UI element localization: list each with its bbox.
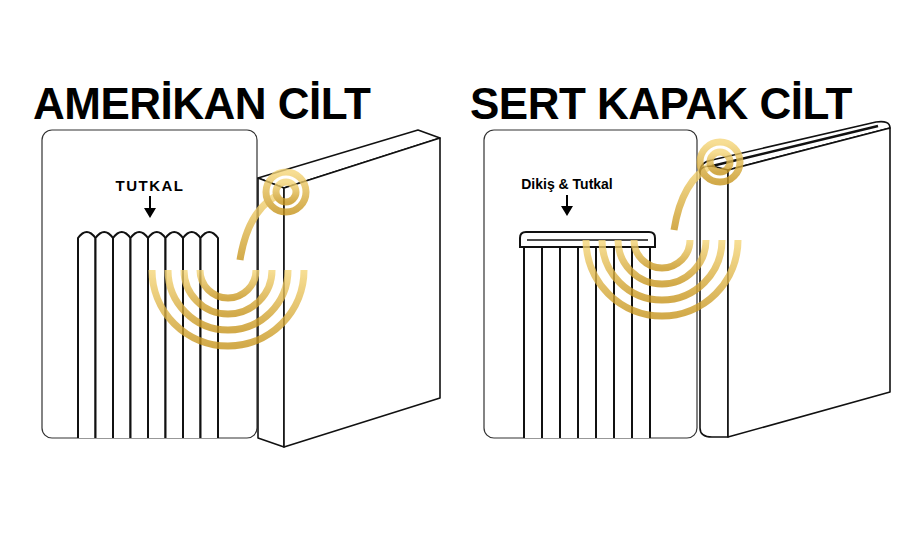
signature-strip [524, 247, 542, 438]
signature-strip [166, 232, 184, 438]
logo-arc [602, 240, 722, 300]
binding-title: SERT KAPAK CİLT [470, 82, 852, 126]
signature-strip [560, 247, 578, 438]
logo-arc [634, 240, 690, 268]
pointer-arrow [144, 195, 573, 218]
signature-strip [78, 232, 96, 438]
binding-title: AMERİKAN CİLT [33, 82, 370, 126]
logo-ring [276, 182, 296, 202]
logo-mark [586, 142, 740, 316]
logo-ring [710, 152, 730, 172]
page-block [78, 232, 218, 438]
logo-arc [618, 240, 706, 284]
logo-arc [586, 240, 738, 316]
logo-arc [152, 270, 304, 346]
watermark-logo [152, 142, 740, 346]
logo-arc [200, 270, 256, 298]
logo-ring [266, 172, 306, 212]
logo-mark [152, 172, 306, 346]
part-label: Dikiş & Tutkal [521, 177, 613, 191]
signature-strip [96, 232, 114, 438]
panel [42, 130, 257, 438]
signature-strip [201, 232, 219, 438]
logo-ring [700, 142, 740, 182]
signature-strip [148, 232, 166, 438]
signature-strip [113, 232, 131, 438]
logo-arc [168, 270, 288, 330]
logo-arc [184, 270, 272, 314]
part-label: TUTKAL [116, 178, 185, 193]
signature-strip [542, 247, 560, 438]
signature-strip [131, 232, 149, 438]
